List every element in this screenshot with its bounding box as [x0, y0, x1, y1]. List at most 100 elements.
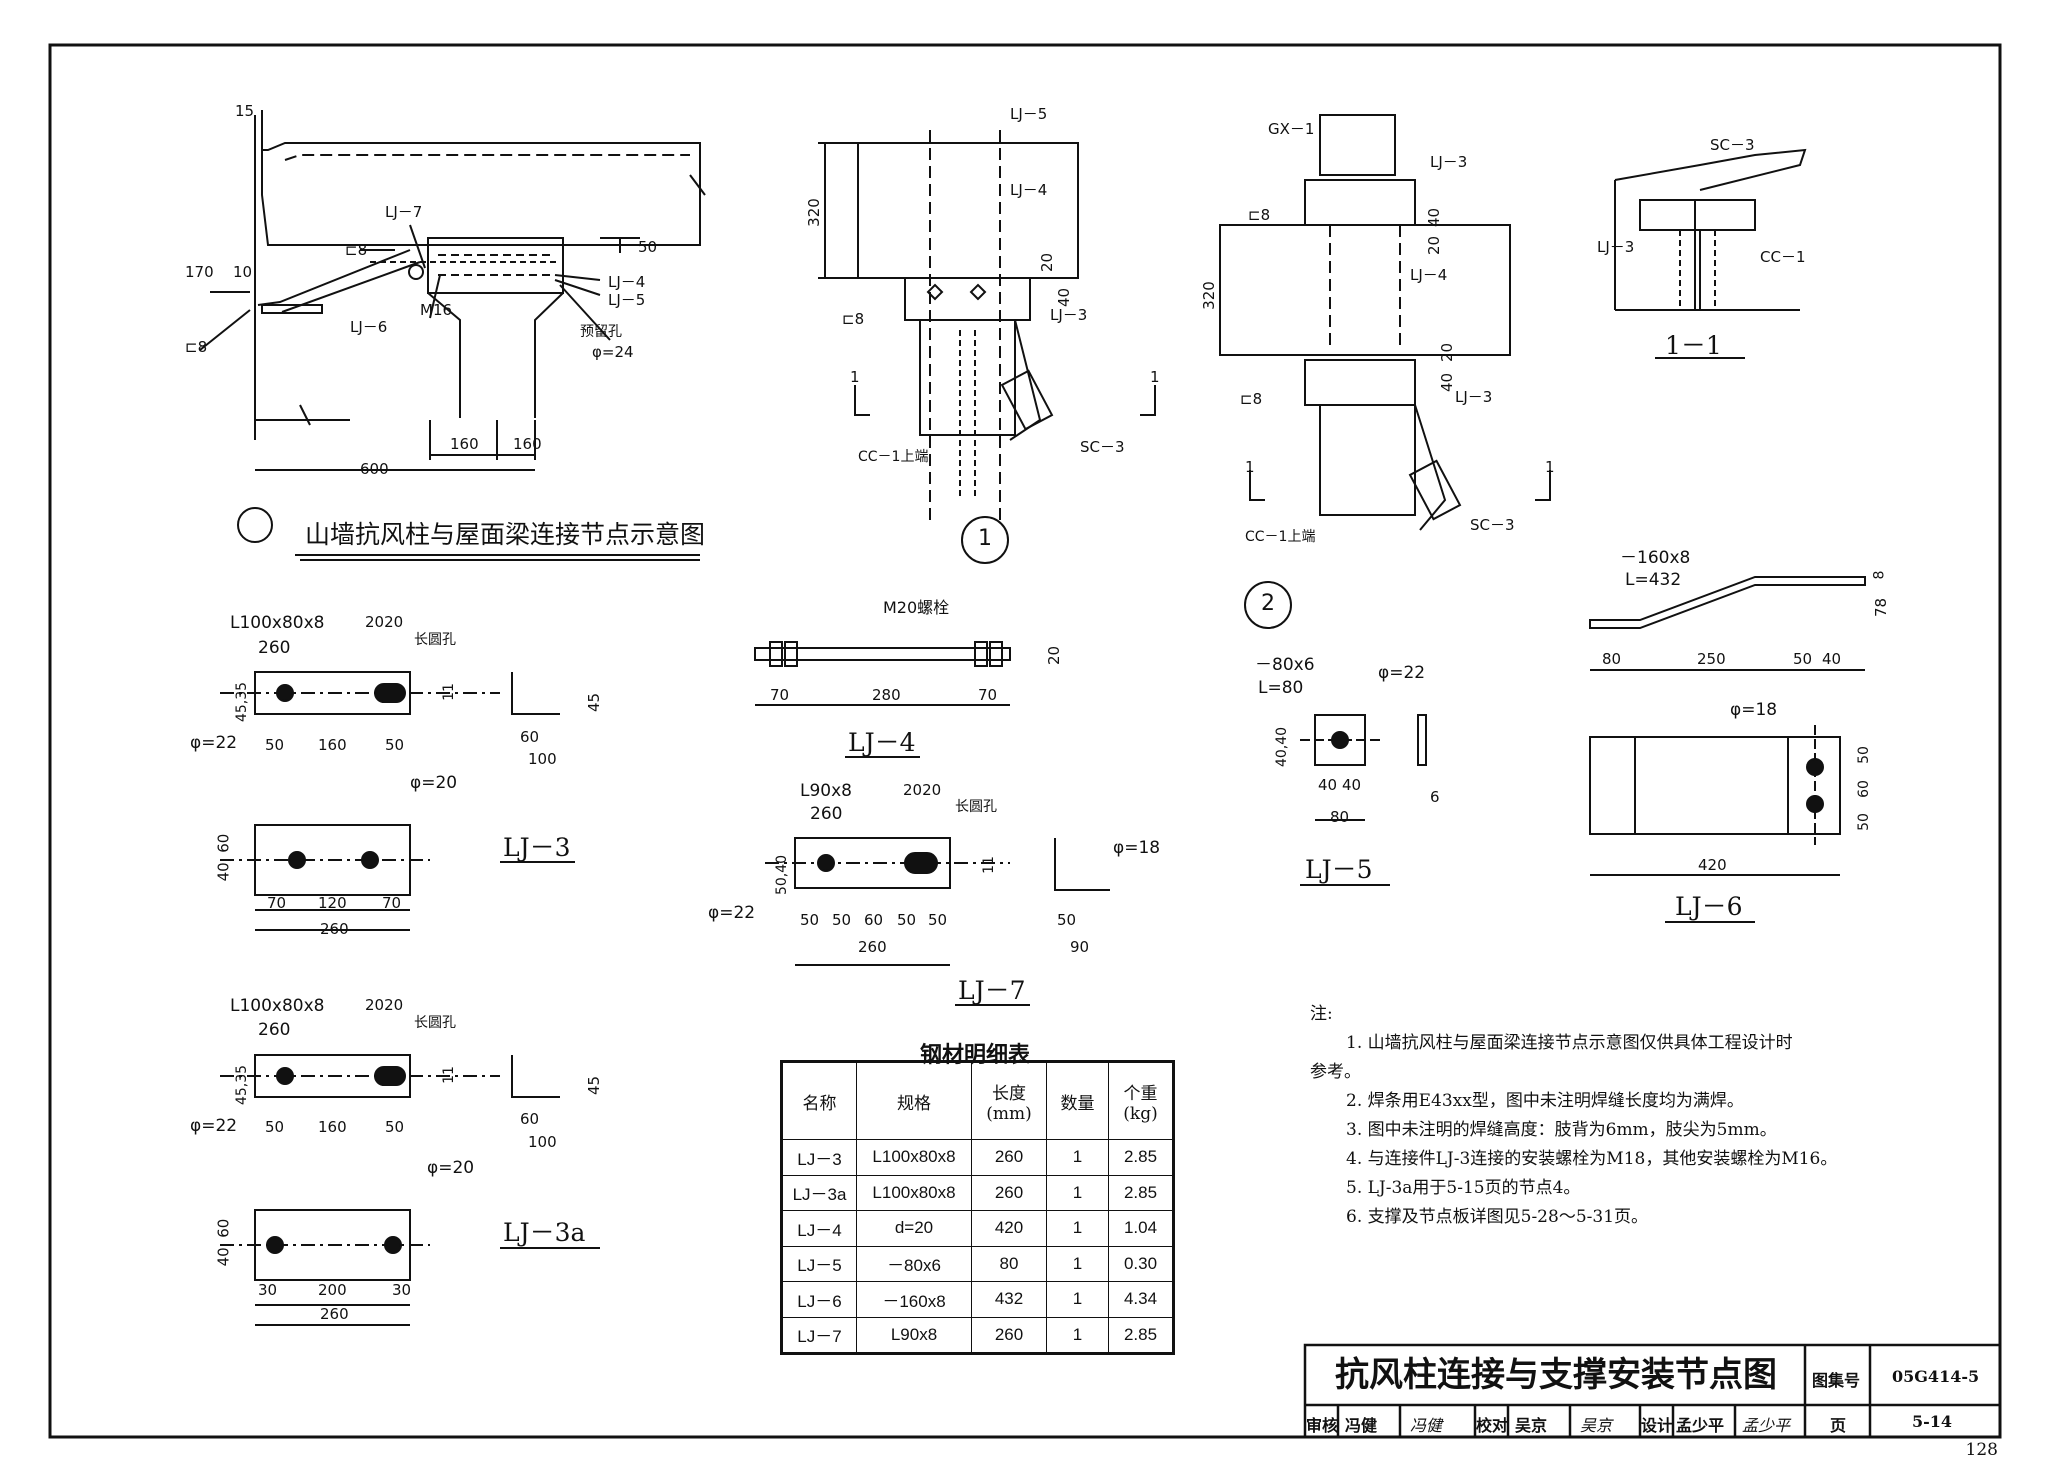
weld-c8-b: ⊏8: [185, 338, 208, 356]
detail-1-drawing: [818, 130, 1156, 564]
lj3-dim-260-b: 260: [320, 920, 349, 938]
weld-c8-d1: ⊏8: [842, 310, 865, 328]
cell: 1: [1046, 1245, 1109, 1282]
lj7-dim-2020: 2020: [903, 781, 942, 799]
lj3-dim-100: 100: [528, 750, 557, 768]
hole-dia-24: φ=24: [592, 343, 634, 361]
lj6-dim-78: 78: [1872, 597, 1891, 618]
detail-2-drawing: [1219, 114, 1551, 629]
cell: 420: [971, 1210, 1047, 1247]
tag-sc3-sec: SC－3: [1710, 136, 1755, 154]
lj3a-dim-11: 11: [440, 1066, 457, 1084]
lj3a-dim-4535: 45,35: [234, 1064, 251, 1106]
dim-320-d1: 320: [804, 198, 823, 227]
cell: 0.30: [1108, 1245, 1174, 1282]
cell: 260: [971, 1139, 1047, 1176]
weld-c8-d2b: ⊏8: [1240, 390, 1263, 408]
lj4-m20-bolt: M20螺栓: [883, 598, 950, 617]
lj4-dim-280: 280: [872, 686, 901, 704]
cell: 80: [971, 1245, 1047, 1282]
review-label: 审核: [1306, 1416, 1339, 1435]
col-qty: 数量: [1046, 1061, 1109, 1140]
drawing-title: 抗风柱连接与支撑安装节点图: [1335, 1355, 1777, 1395]
cell: LJ－7: [781, 1316, 857, 1354]
lj7-dim-5040: 50,40: [774, 854, 791, 896]
tag-lj5-d1: LJ－5: [1010, 105, 1048, 123]
lj3a-dim-160: 160: [318, 1118, 347, 1136]
lj4-dim-70-a: 70: [770, 686, 790, 704]
weld-c8-a: ⊏8: [345, 241, 368, 259]
tag-cc1-sec: CC－1: [1760, 248, 1806, 266]
lj7-dim-60: 60: [864, 911, 884, 929]
tag-lj3-d1: LJ－3: [1050, 306, 1088, 324]
cell: 260: [971, 1316, 1047, 1354]
note-item: 2. 焊条用E43xx型，图中未注明焊缝长度均为满焊。: [1346, 1091, 1744, 1111]
lj7-drawing: [765, 837, 1110, 966]
lj3a-long-hole: 长圆孔: [414, 1015, 456, 1031]
tag-sc3-d2: SC－3: [1470, 516, 1515, 534]
cell: 432: [971, 1281, 1047, 1318]
cell: 1: [1046, 1174, 1109, 1211]
dim-40-d2b: 40: [1438, 372, 1457, 393]
dim-20-d1: 20: [1038, 252, 1057, 273]
lj6-drawing: [1589, 576, 1866, 876]
reviewer-signature: 冯健: [1410, 1416, 1443, 1435]
cell: L100x80x8: [856, 1139, 972, 1176]
lj7-hole-18: φ=18: [1113, 838, 1161, 858]
sec-mark-d2-r: 1: [1545, 458, 1555, 476]
lj3-dim-4060: 40, 60: [214, 833, 233, 882]
lj3a-caption: LJ－3a: [503, 1218, 586, 1247]
lj7-long-hole: 长圆孔: [955, 799, 997, 815]
lj3a-drawing: [220, 1054, 560, 1326]
dim-15: 15: [235, 102, 255, 120]
tag-sc3-d1: SC－3: [1080, 438, 1125, 456]
tag-lj3-d2a: LJ－3: [1430, 153, 1468, 171]
lj6-plate-length: L=432: [1625, 570, 1682, 590]
note-item: 1. 山墙抗风柱与屋面梁连接节点示意图仅供具体工程设计时: [1346, 1033, 1793, 1053]
sec-mark-d2-l: 1: [1245, 458, 1255, 476]
bolt-m16: M16: [420, 301, 453, 319]
lj3-dim-70-a: 70: [267, 894, 287, 912]
tag-lj6-main: LJ－6: [350, 318, 388, 336]
lj6-dim-50-b: 50: [1855, 813, 1872, 831]
sec-mark-d1-r: 1: [1150, 368, 1160, 386]
lj4-drawing: [754, 641, 1011, 706]
tag-cc1-top-d1: CC－1上端: [858, 449, 929, 465]
lj3a-dim-30-b: 30: [392, 1281, 412, 1299]
cell: －80x6: [856, 1245, 972, 1282]
dim-20-d2b: 20: [1438, 342, 1457, 363]
cell: LJ－4: [781, 1210, 857, 1247]
lj3-len-260: 260: [258, 638, 291, 658]
lj5-dim-4040: 40,40: [1274, 726, 1291, 768]
note-item: 4. 与连接件LJ-3连接的安装螺栓为M18，其他安装螺栓为M16。: [1346, 1149, 1838, 1169]
sheet-border: [48, 43, 2002, 1439]
lj5-plate-length: L=80: [1258, 678, 1304, 698]
title-block-frame: [1303, 1343, 2002, 1439]
note-item: 3. 图中未注明的焊缝高度：肢背为6mm，肢尖为5mm。: [1346, 1120, 1777, 1140]
cell: 1: [1046, 1316, 1109, 1354]
page-label: 页: [1830, 1416, 1847, 1435]
notes-heading: 注:: [1310, 1004, 1333, 1024]
lj3-angle-spec: L100x80x8: [230, 613, 325, 633]
dim-170: 170: [185, 263, 214, 281]
detail-1-marker: 1: [978, 526, 992, 551]
lj3a-len-260: 260: [258, 1020, 291, 1040]
lj3-dim-4535: 45,35: [234, 681, 251, 723]
lj4-dim-20: 20: [1045, 645, 1064, 666]
lj3a-dim-30-a: 30: [258, 1281, 278, 1299]
lj6-dim-8: 8: [1871, 570, 1888, 580]
cell: 1: [1046, 1139, 1109, 1176]
lj7-dim-50-c: 50: [897, 911, 917, 929]
lj3-dim-45: 45: [585, 692, 604, 713]
lj5-hole-22: φ=22: [1378, 663, 1426, 683]
lj7-caption: LJ－7: [958, 976, 1026, 1005]
lj7-dim-50-b: 50: [832, 911, 852, 929]
design-label: 设计: [1641, 1416, 1674, 1435]
lj3-dim-2020: 2020: [365, 613, 404, 631]
cell: 260: [971, 1174, 1047, 1211]
dim-20-d2a: 20: [1425, 235, 1444, 256]
cell: LJ－3: [781, 1139, 857, 1176]
lj3-dim-11: 11: [440, 683, 457, 701]
